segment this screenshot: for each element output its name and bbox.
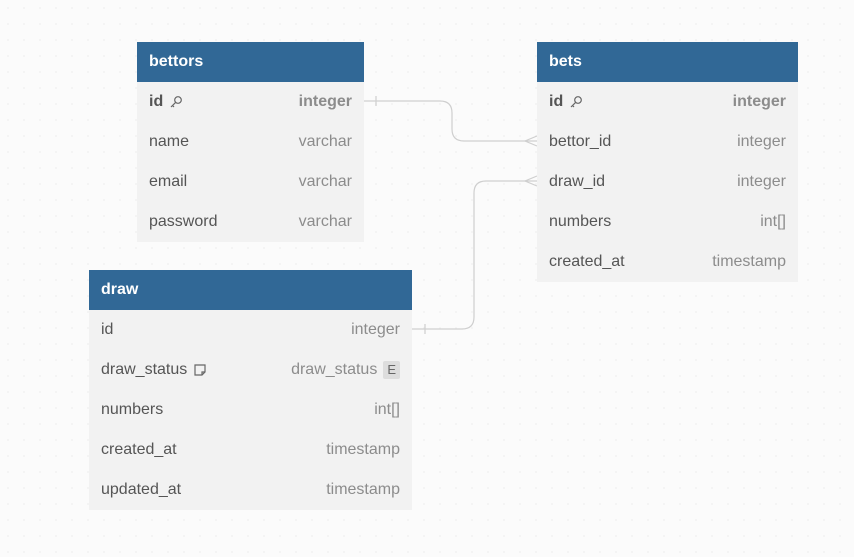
field-type: timestamp (712, 253, 786, 270)
field-type: int[] (374, 401, 400, 418)
edge-many-marker (523, 135, 538, 147)
field-type: varchar (298, 173, 352, 190)
field-row-draw-status[interactable]: draw_status draw_status E (89, 350, 412, 390)
field-type: integer (298, 93, 352, 110)
field-type: integer (737, 133, 786, 150)
field-type: varchar (298, 133, 352, 150)
field-row-id[interactable]: id integer (137, 82, 364, 122)
field-type: timestamp (326, 481, 400, 498)
field-row-id[interactable]: id integer (537, 82, 798, 122)
edge-bets-draw-to-draw-id[interactable] (412, 180, 537, 330)
field-type: integer (732, 93, 786, 110)
field-name: name (149, 133, 190, 150)
field-row-draw-id[interactable]: draw_id integer (537, 162, 798, 202)
field-name: created_at (549, 253, 625, 270)
key-icon (569, 95, 583, 109)
field-name: id (149, 93, 164, 110)
field-row-password[interactable]: password varchar (137, 202, 364, 242)
field-name: id (101, 321, 114, 338)
field-row-email[interactable]: email varchar (137, 162, 364, 202)
table-bets[interactable]: bets id integer bettor_id integer draw_i… (537, 42, 798, 282)
field-name: bettor_id (549, 133, 612, 150)
field-row-name[interactable]: name varchar (137, 122, 364, 162)
field-row-bettor-id[interactable]: bettor_id integer (537, 122, 798, 162)
edge-many-marker (523, 175, 538, 187)
enum-badge[interactable]: E (383, 361, 400, 379)
field-type: integer (737, 173, 786, 190)
field-type: draw_status (291, 361, 378, 378)
field-type: timestamp (326, 441, 400, 458)
table-header-draw[interactable]: draw (89, 270, 412, 310)
field-row-updated-at[interactable]: updated_at timestamp (89, 470, 412, 510)
field-type: varchar (298, 213, 352, 230)
table-header-bets[interactable]: bets (537, 42, 798, 82)
field-type: integer (351, 321, 400, 338)
field-row-numbers[interactable]: numbers int[] (537, 202, 798, 242)
table-draw[interactable]: draw id integer draw_status draw_status … (89, 270, 412, 510)
field-name: created_at (101, 441, 177, 458)
field-name: email (149, 173, 188, 190)
field-name: draw_id (549, 173, 606, 190)
field-name: password (149, 213, 218, 230)
edge-bets-bettor-to-bettors-id[interactable] (364, 100, 537, 142)
field-name: id (549, 93, 564, 110)
field-name: numbers (101, 401, 164, 418)
field-name: draw_status (101, 361, 188, 378)
field-name: updated_at (101, 481, 182, 498)
field-type: int[] (760, 213, 786, 230)
key-icon (169, 95, 183, 109)
table-header-bettors[interactable]: bettors (137, 42, 364, 82)
table-bettors[interactable]: bettors id integer name varchar email va… (137, 42, 364, 242)
field-row-id[interactable]: id integer (89, 310, 412, 350)
field-name: numbers (549, 213, 612, 230)
field-row-created-at[interactable]: created_at timestamp (89, 430, 412, 470)
note-icon[interactable] (193, 363, 207, 377)
field-row-created-at[interactable]: created_at timestamp (537, 242, 798, 282)
field-row-numbers[interactable]: numbers int[] (89, 390, 412, 430)
